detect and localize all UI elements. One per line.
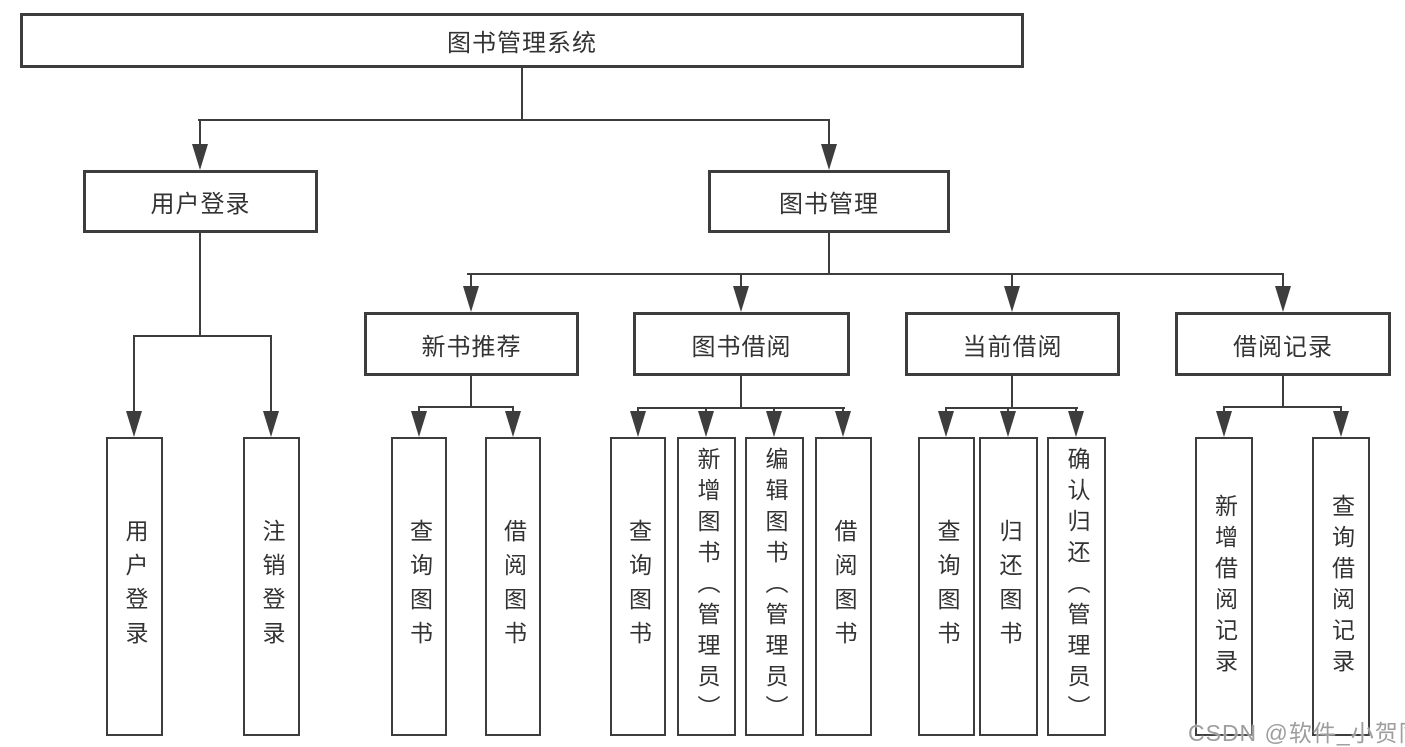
connector-line — [1075, 407, 1077, 413]
arrow-down-icon — [1000, 411, 1016, 437]
arrow-down-icon — [1275, 286, 1291, 312]
connector-line — [1011, 273, 1013, 288]
leaf-return-book-label: 归还图书 — [996, 518, 1022, 655]
connector-line — [740, 376, 742, 409]
arrow-down-icon — [192, 144, 208, 170]
connector-line — [1282, 273, 1284, 288]
connector-line — [470, 376, 472, 408]
leaf-confirm-return-admin-label: 确认归还（管理员） — [1064, 447, 1090, 726]
connector-line — [418, 406, 420, 413]
leaf-borrow-books-borrow-label: 借阅图书 — [831, 518, 857, 655]
connector-line — [133, 335, 135, 413]
node-new-book-recommend: 新书推荐 — [364, 312, 579, 376]
arrow-down-icon — [1068, 411, 1084, 437]
leaf-add-borrow-record-label: 新增借阅记录 — [1211, 493, 1238, 680]
connector-line — [418, 406, 514, 408]
node-library-system-label: 图书管理系统 — [447, 30, 597, 57]
arrow-down-icon — [126, 411, 142, 437]
connector-line — [945, 407, 1078, 409]
node-borrow-records: 借阅记录 — [1175, 312, 1391, 376]
arrow-down-icon — [1216, 411, 1232, 437]
arrow-down-icon — [263, 411, 279, 437]
connector-line — [773, 407, 775, 413]
leaf-query-books-current-label: 查询图书 — [934, 518, 960, 655]
leaf-add-book-admin-label: 新增图书（管理员） — [694, 447, 720, 726]
arrow-down-icon — [733, 286, 749, 312]
connector-line — [842, 407, 844, 413]
connector-line — [828, 119, 830, 146]
arrow-down-icon — [698, 411, 714, 437]
connector-line — [945, 407, 947, 413]
node-book-borrow-label: 图书借阅 — [691, 333, 792, 361]
leaf-confirm-return-admin: 确认归还（管理员） — [1047, 437, 1106, 736]
arrow-down-icon — [938, 411, 954, 437]
node-user-login-label: 用户登录 — [150, 191, 251, 218]
leaf-add-book-admin: 新增图书（管理员） — [677, 437, 736, 736]
leaf-query-books-borrow-label: 查询图书 — [625, 518, 652, 655]
connector-line — [199, 119, 201, 146]
leaf-add-borrow-record: 新增借阅记录 — [1195, 437, 1253, 736]
leaf-query-borrow-record: 查询借阅记录 — [1312, 437, 1370, 736]
node-current-borrow-label: 当前借阅 — [962, 333, 1063, 361]
connector-line — [198, 119, 830, 121]
arrow-down-icon — [766, 411, 782, 437]
connector-line — [828, 233, 830, 275]
connector-line — [1282, 376, 1284, 408]
connector-line — [521, 68, 523, 120]
arrow-down-icon — [821, 144, 837, 170]
connector-line — [1223, 406, 1225, 413]
leaf-query-books-recommend-label: 查询图书 — [406, 518, 433, 655]
leaf-user-login-label: 用户登录 — [122, 518, 148, 655]
leaf-borrow-books-recommend-label: 借阅图书 — [500, 518, 527, 655]
node-library-system: 图书管理系统 — [20, 13, 1024, 68]
arrow-down-icon — [1004, 286, 1020, 312]
connector-line — [1223, 406, 1342, 408]
arrow-down-icon — [1333, 411, 1349, 437]
connector-line — [467, 273, 1284, 275]
connector-line — [512, 406, 514, 413]
leaf-return-book: 归还图书 — [979, 437, 1038, 736]
connector-line — [270, 335, 272, 413]
connector-line — [470, 273, 472, 288]
leaf-edit-book-admin: 编辑图书（管理员） — [745, 437, 804, 736]
leaf-logout: 注销登录 — [243, 437, 300, 736]
arrow-down-icon — [411, 411, 427, 437]
connector-line — [133, 335, 272, 337]
arrow-down-icon — [463, 286, 479, 312]
connector-line — [740, 273, 742, 288]
leaf-query-books-borrow: 查询图书 — [610, 437, 666, 736]
connector-line — [1340, 406, 1342, 413]
node-user-login: 用户登录 — [83, 170, 318, 233]
watermark-text: CSDN @软件_小贺同学 — [1188, 720, 1405, 746]
connector-line — [199, 233, 201, 337]
arrow-down-icon — [835, 411, 851, 437]
connector-line — [705, 407, 707, 413]
leaf-query-books-recommend: 查询图书 — [391, 437, 447, 736]
connector-line — [637, 407, 845, 409]
leaf-logout-label: 注销登录 — [259, 518, 285, 655]
connector-line — [1007, 407, 1009, 413]
node-new-book-recommend-label: 新书推荐 — [421, 333, 522, 361]
leaf-borrow-books-recommend: 借阅图书 — [485, 437, 541, 736]
leaf-user-login: 用户登录 — [106, 437, 163, 736]
leaf-edit-book-admin-label: 编辑图书（管理员） — [762, 447, 788, 726]
node-current-borrow: 当前借阅 — [905, 312, 1120, 376]
node-book-borrow: 图书借阅 — [633, 312, 850, 376]
leaf-borrow-books-borrow: 借阅图书 — [815, 437, 872, 736]
leaf-query-borrow-record-label: 查询借阅记录 — [1328, 493, 1355, 680]
arrow-down-icon — [505, 411, 521, 437]
connector-line — [1011, 376, 1013, 409]
leaf-query-books-current: 查询图书 — [918, 437, 975, 736]
node-book-management: 图书管理 — [708, 170, 950, 233]
arrow-down-icon — [630, 411, 646, 437]
node-borrow-records-label: 借阅记录 — [1233, 333, 1333, 361]
node-book-management-label: 图书管理 — [779, 191, 879, 218]
connector-line — [637, 407, 639, 413]
